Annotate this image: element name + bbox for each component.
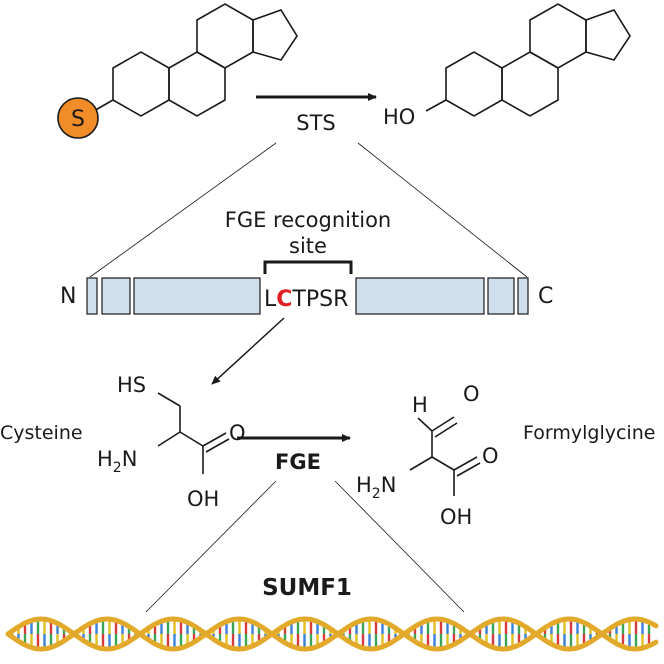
product-ring-a [445, 51, 503, 117]
fgly-amine-h: H [356, 473, 372, 497]
dna-double-helix [5, 616, 659, 652]
steroid-sulfate-structure [91, 3, 298, 117]
formylglycine-aldehyde-h: H [412, 393, 428, 417]
protein-segment-1 [86, 277, 98, 315]
steroid-ring-c [196, 3, 254, 69]
zoom-line-right [357, 142, 528, 278]
protein-segment-4 [355, 277, 485, 315]
protein-segment-6 [517, 277, 529, 315]
sts-label: STS [296, 111, 336, 135]
steroid-product-structure [425, 3, 631, 117]
recognition-site-label-line2: site [289, 234, 327, 258]
recognition-site-bracket [263, 260, 353, 274]
motif-suffix: TPSR [291, 287, 348, 312]
cysteine-thiol-label: HS [117, 373, 146, 397]
cysteine-bonds [157, 392, 230, 474]
fgly-amine-subscript: 2 [372, 486, 381, 502]
protein-segment-5 [487, 277, 515, 315]
recognition-motif: LCTPSR [264, 287, 348, 312]
zoom-line-left [89, 142, 277, 278]
fgly-bond-c-o-2 [456, 462, 481, 477]
formylglycine-bonds [409, 416, 481, 496]
protein-segment-3 [133, 277, 261, 315]
fgly-bond-h-c [417, 417, 433, 432]
cys-bond-c-o-2 [205, 438, 230, 453]
hydroxyl-bond [425, 99, 447, 112]
recognition-site-label-line1: FGE recognition [225, 208, 391, 232]
cys-bond-ca-n [157, 431, 181, 447]
dna-backbone-strand-1 [5, 616, 659, 652]
fgly-amine-n: N [381, 473, 397, 497]
product-ring-c [529, 3, 587, 69]
cysteine-amine-label: H2N [97, 447, 137, 476]
sulfate-group-label: S [71, 107, 85, 132]
hydroxyl-label: HO [383, 105, 415, 129]
gene-zoom-line-right [334, 480, 465, 613]
cys-bond-c-o-1 [202, 432, 227, 447]
cysteine-carbonyl-o: O [229, 421, 246, 445]
cysteine-hydroxyl: OH [187, 487, 219, 511]
fgly-bond-c-o-1 [453, 456, 478, 471]
formylglycine-name-label: Formylglycine [523, 422, 655, 444]
fgly-bond-ald-o-2 [434, 422, 458, 438]
n-terminus-label: N [60, 284, 76, 309]
formylglycine-amine-label: H2N [356, 473, 396, 502]
steroid-ring-a [112, 51, 170, 117]
fgly-bond-ald-o-1 [431, 416, 455, 432]
cys-amine-n: N [122, 447, 138, 471]
fgly-bond-ca-n [409, 456, 433, 471]
sumf1-gene-label: SUMF1 [262, 575, 352, 601]
cysteine-name-label: Cysteine [0, 422, 83, 444]
c-terminus-label: C [538, 284, 553, 309]
protein-segment-2 [101, 277, 131, 315]
product-ring-d [585, 9, 631, 61]
formylglycine-hydroxyl: OH [440, 505, 472, 529]
cys-amine-subscript: 2 [113, 460, 122, 476]
steroid-ring-d [252, 9, 298, 61]
gene-zoom-line-left [145, 480, 277, 613]
fge-label: FGE [275, 450, 321, 474]
cys-amine-h: H [97, 447, 113, 471]
cysteine-pointer-arrow [211, 317, 285, 385]
cys-bond-s-cb [157, 392, 181, 407]
steroid-ring-b [168, 51, 226, 117]
fgly-bond-ca-c [431, 456, 455, 471]
motif-prefix: L [264, 287, 277, 312]
protein-domains [86, 277, 529, 315]
dna-backbone-strand-2 [5, 616, 659, 652]
motif-cysteine-highlight: C [276, 287, 292, 312]
formylglycine-carbonyl-o: O [482, 444, 499, 468]
cys-bond-ca-c [179, 431, 204, 447]
product-ring-b [501, 51, 559, 117]
sulfate-group-circle [57, 97, 99, 139]
formylglycine-aldehyde-o: O [463, 382, 480, 406]
